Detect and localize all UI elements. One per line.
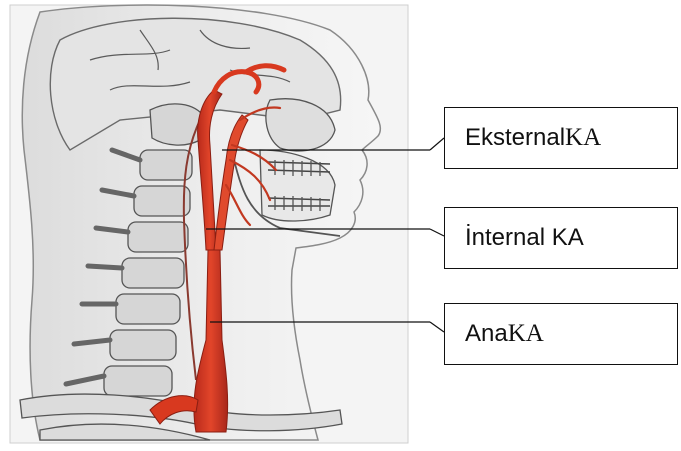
leader-line-external-tick bbox=[430, 138, 444, 150]
label-external-carotid: Eksternal KA bbox=[444, 107, 678, 169]
label-external-suffix: KA bbox=[565, 124, 601, 152]
label-common-carotid: Ana KA bbox=[444, 303, 678, 365]
label-common-suffix: KA bbox=[508, 320, 544, 348]
label-common-prefix: Ana bbox=[465, 320, 508, 348]
label-internal-prefix: İnternal KA bbox=[465, 224, 584, 252]
label-external-prefix: Eksternal bbox=[465, 124, 565, 152]
leader-line-common-tick bbox=[430, 322, 444, 332]
label-internal-carotid: İnternal KA bbox=[444, 207, 678, 269]
leader-line-internal-tick bbox=[430, 229, 444, 236]
